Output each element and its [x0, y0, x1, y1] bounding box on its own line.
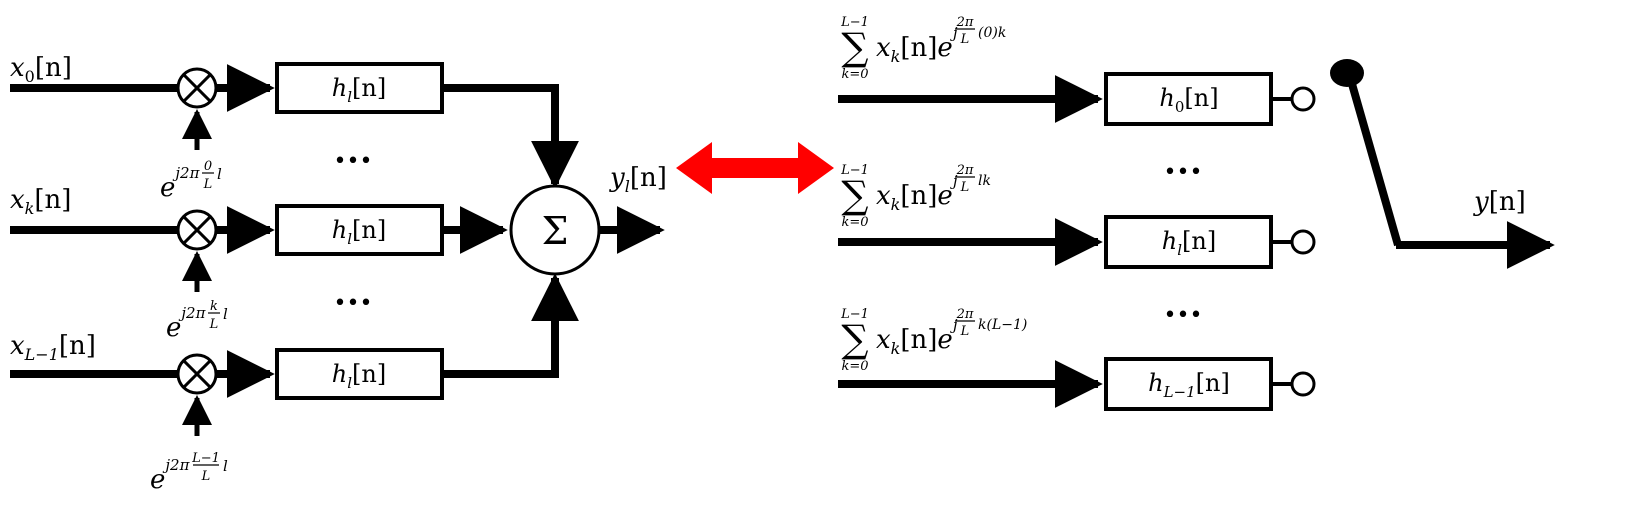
- switch-contact-0: [1290, 86, 1316, 112]
- modulator-exp-post: l: [223, 305, 228, 323]
- modulator-label: ej2π: [160, 164, 201, 203]
- sum-upper-limit: L−1: [840, 163, 869, 178]
- exp-frac-num: 2π: [956, 15, 974, 30]
- exp-post: (0)k: [978, 25, 1006, 41]
- ellipsis-right-top: •••: [1164, 160, 1203, 185]
- exp-frac-num: 2π: [956, 163, 974, 178]
- sum-term: xk[n]ej: [876, 24, 958, 66]
- exp-frac-den: L: [960, 180, 970, 195]
- commutator-switch: [1330, 59, 1555, 269]
- filter-label-h0: h0[n]: [1159, 84, 1218, 116]
- modulator-frac-num: L−1: [191, 451, 220, 466]
- sum-term: xk[n]ej: [876, 316, 958, 358]
- exp-frac-num: 2π: [956, 307, 974, 322]
- modulator-label: ej2π: [150, 456, 191, 495]
- filter-to-sum-path: [442, 84, 579, 189]
- exp-frac-den: L: [960, 324, 970, 339]
- filter-box-k: [275, 204, 444, 256]
- filter-label-k: hl[n]: [332, 216, 386, 248]
- switch-contact-l: [1290, 229, 1316, 255]
- summation-node: Σ: [509, 184, 601, 276]
- multiplier-k: [176, 209, 218, 251]
- multiplier-0: [176, 67, 218, 109]
- modulator-frac-num: 0: [204, 159, 212, 174]
- switch-contact-L-1: [1290, 371, 1316, 397]
- sum-sigma: ∑: [841, 317, 868, 361]
- input-label-xk: xk[n]: [10, 185, 71, 218]
- exp-frac-den: L: [960, 32, 970, 47]
- sum-symbol: Σ: [542, 209, 569, 253]
- sum-lower-limit: k=0: [841, 359, 868, 374]
- sum-sigma: ∑: [841, 173, 868, 217]
- input-label-x0: x0[n]: [10, 53, 72, 86]
- exp-post: k(L−1): [978, 317, 1027, 333]
- multiplier-L-1: [176, 353, 218, 395]
- filter-label-hl: hl[n]: [1162, 227, 1216, 259]
- modulator-label: ej2π: [166, 304, 207, 343]
- modulator-frac-den: L: [201, 469, 211, 484]
- filter-label-hL-1: hL−1[n]: [1148, 369, 1230, 401]
- equivalence-double-arrow: [676, 142, 834, 194]
- right-output-label: y[n]: [1473, 187, 1526, 217]
- sum-sigma: ∑: [841, 25, 868, 69]
- modulator-frac-num: k: [210, 299, 218, 314]
- right-branch-l: L−1 ∑ k=0 xk[n]ej 2π L lk hl[n]: [838, 163, 1316, 269]
- sum-lower-limit: k=0: [841, 215, 868, 230]
- sum-lower-limit: k=0: [841, 67, 868, 82]
- switch-pivot: [1330, 59, 1364, 87]
- modulator-exp-post: l: [223, 457, 228, 475]
- switch-arm: [1348, 82, 1402, 247]
- left-branch-k: xk[n] ej2π k L l hl[n]: [10, 185, 508, 343]
- filter-to-sum-path: [442, 273, 579, 378]
- input-label-xL-1: xL−1[n]: [10, 331, 96, 364]
- left-branch-0: x0[n] ej2π 0 L l hl[n]: [10, 53, 579, 203]
- ellipsis-left-top: •••: [334, 149, 373, 174]
- exp-post: lk: [978, 173, 991, 189]
- sum-term: xk[n]ej: [876, 172, 958, 214]
- modulator-frac-den: L: [209, 317, 219, 332]
- filter-label-L-1: hl[n]: [332, 360, 386, 392]
- filter-label-0: hl[n]: [332, 74, 386, 106]
- modulator-exp-post: l: [217, 165, 222, 183]
- filter-box-L-1: [275, 348, 444, 400]
- modulator-frac-den: L: [203, 177, 213, 192]
- sum-upper-limit: L−1: [840, 15, 869, 30]
- right-branch-L-1: L−1 ∑ k=0 xk[n]ej 2π L k(L−1) hL−1[n]: [838, 307, 1316, 411]
- ellipsis-left-bottom: •••: [334, 291, 373, 316]
- left-output-label: yl[n]: [609, 163, 667, 196]
- ellipsis-right-bottom: •••: [1164, 303, 1203, 328]
- sum-upper-limit: L−1: [840, 307, 869, 322]
- left-branch-L-1: xL−1[n] ej2π L−1 L l hl[n]: [10, 273, 579, 495]
- right-branch-0: L−1 ∑ k=0 xk[n]ej 2π L (0)k h0[n]: [838, 15, 1316, 126]
